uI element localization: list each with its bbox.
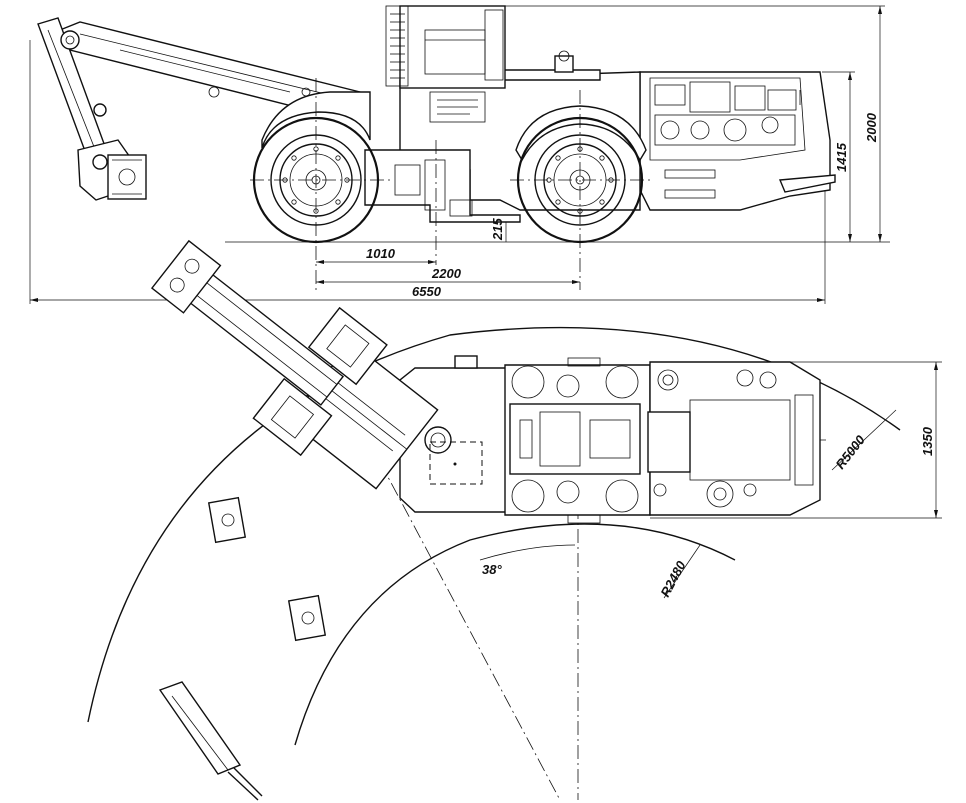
dim-R2480-label: R2480 bbox=[657, 558, 689, 600]
top-chassis bbox=[399, 355, 821, 524]
dim-1010-label: 1010 bbox=[366, 246, 396, 261]
dim-1350-label: 1350 bbox=[920, 426, 935, 456]
dim-2200-label: 2200 bbox=[431, 266, 462, 281]
side-dimensions bbox=[29, 5, 885, 304]
top-hammer bbox=[158, 681, 263, 801]
dim-6550-label: 6550 bbox=[412, 284, 442, 299]
dim-R5000-label: R5000 bbox=[833, 432, 869, 472]
top-boom bbox=[150, 239, 439, 490]
dim-38deg-label: 38° bbox=[482, 562, 502, 577]
inner-turn-arc bbox=[294, 523, 736, 746]
outrigger-pads bbox=[207, 496, 327, 642]
side-view: 1010 2200 6550 215 1415 2000 bbox=[29, 5, 890, 304]
outer-turn-arc bbox=[87, 326, 901, 723]
cab-vent bbox=[390, 13, 405, 79]
dim-2000-label: 2000 bbox=[864, 112, 879, 143]
engine-detail bbox=[654, 81, 801, 146]
top-dimensions bbox=[650, 361, 942, 599]
dim-1415-label: 1415 bbox=[834, 142, 849, 172]
top-view: 1350 R5000 R2480 38° bbox=[87, 239, 942, 801]
dim-215-label: 215 bbox=[490, 218, 505, 241]
